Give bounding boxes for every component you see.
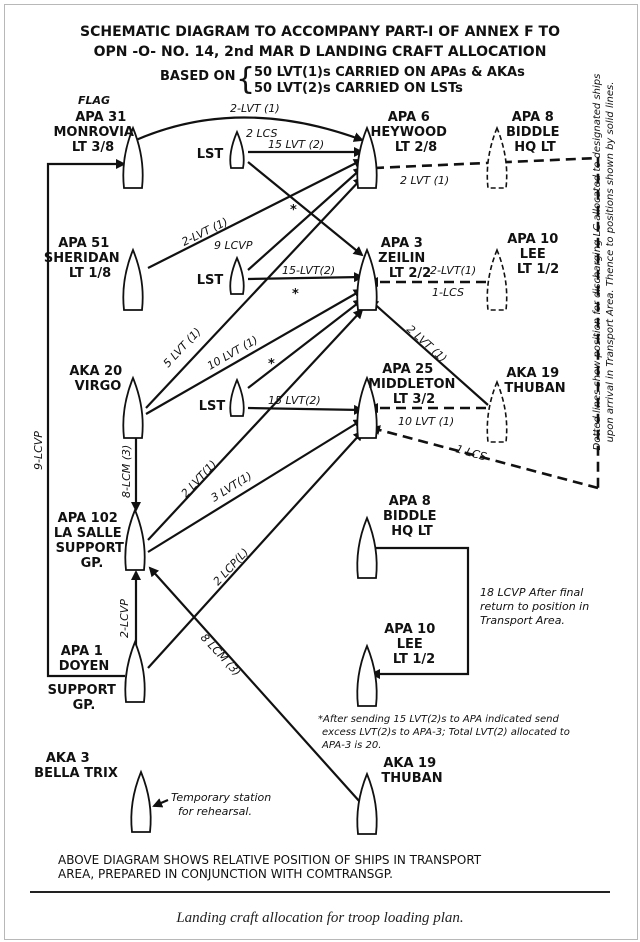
ship-aka19-low — [356, 771, 378, 835]
dotted-lines-note-2: upon arrival in Transport Area. Thence t… — [605, 82, 616, 443]
label-15-lvt-2-low: 15 LVT(2) — [268, 394, 321, 407]
ship-apa102 — [124, 507, 146, 571]
label-2-lvt-1-lee: 2-LVT(1) — [430, 264, 476, 277]
ship-apa10-low — [356, 643, 378, 707]
flag-label: FLAG — [78, 94, 110, 107]
label-2-lcp-l: 2 LCP(L) — [211, 546, 252, 588]
dotted-lines-note-1: Dotted lines show position for dischargi… — [592, 74, 603, 451]
line-apa51-apa6 — [147, 159, 364, 269]
note-18-lcvp: 18 LCVP After final return to position i… — [480, 586, 593, 627]
apa51-labels: APA 51 SHERIDAN LT 1/8 — [44, 236, 124, 281]
apa1-sub-labels: SUPPORT GP. — [48, 683, 121, 713]
dashed-apa6-biddle — [373, 156, 600, 488]
label-9-lcvp-loop: 9-LCVP — [32, 431, 45, 470]
ship-aka3 — [130, 769, 152, 833]
line-apa8-apa10 — [370, 546, 470, 679]
line-aka19-apa3 — [368, 298, 489, 406]
apa3-labels: APA 3 ZEILIN LT 2/2 — [378, 236, 431, 281]
label-2-lcvp: 2-LCVP — [118, 599, 131, 638]
ship-apa51 — [122, 247, 144, 311]
line-aka20-apa6 — [145, 176, 364, 409]
ship-apa31 — [122, 125, 144, 189]
ship-apa1 — [124, 639, 146, 703]
label-5-lvt-1: 5 LVT (1) — [161, 325, 204, 370]
label-2-lvt-1-dashed: 2 LVT (1) — [400, 174, 449, 187]
aka20-labels: AKA 20 VIRGO — [69, 364, 126, 394]
diagram-frame — [4, 4, 638, 940]
line-apa1-apa25 — [147, 430, 364, 669]
line-lst2-apa6 — [247, 166, 364, 271]
temp-station-pointer — [152, 798, 169, 808]
line-apa31-apa6 — [135, 116, 364, 142]
line-aka19-apa102 — [148, 566, 361, 803]
ship-apa8-low — [356, 515, 378, 579]
label-1-lcs-return: 1 LCS — [454, 442, 488, 463]
label-2-lcs: 2 LCS — [246, 127, 278, 140]
label-9-lcvp: 9 LCVP — [214, 239, 253, 252]
ship-apa3 — [356, 247, 378, 311]
line-apa102-apa25 — [147, 418, 364, 553]
ship-apa25 — [356, 375, 378, 439]
line-lst3-apa25 — [247, 404, 364, 415]
aka3-labels: AKA 3 BELLA TRIX — [34, 751, 118, 781]
apa8-low-labels: APA 8 BIDDLE HQ LT — [383, 494, 441, 539]
star-marker-2: * — [292, 287, 299, 302]
line-lst1-apa3 — [247, 161, 364, 257]
label-2-lvt-1-top: 2-LVT (1) — [230, 102, 280, 115]
label-8-lcm-3-thuban: 8 LCM (3) — [198, 631, 244, 679]
line-9-lcvp — [46, 159, 126, 678]
ship-aka20 — [122, 375, 144, 439]
line-lst2-apa3 — [247, 272, 364, 283]
ship-apa8-dashed — [486, 125, 508, 189]
dashed-return-apa25 — [370, 425, 599, 490]
ship-lst-1 — [229, 129, 245, 169]
label-8-lcm-3-virgo: 8-LCM (3) — [120, 445, 133, 498]
line-lst3-apa3 — [247, 298, 364, 389]
based-on-label: BASED ON — [160, 69, 235, 84]
line-apa102-apa3 — [147, 308, 364, 541]
aka19-low-labels: AKA 19 THUBAN — [381, 756, 442, 786]
based-on-item-2: 50 LVT(2)s CARRIED ON LSTs — [254, 81, 463, 96]
label-2-lvt-1-thuban: 2 LVT (1) — [404, 323, 449, 366]
ship-aka19-dashed — [486, 379, 508, 443]
star-marker-3: * — [268, 357, 275, 372]
apa10-top-labels: APA 10 LEE LT 1/2 — [507, 232, 563, 277]
apa1-labels: APA 1 DOYEN — [59, 644, 110, 674]
temp-station-note: Temporary station for rehearsal. — [171, 791, 275, 818]
bottom-note: ABOVE DIAGRAM SHOWS RELATIVE POSITION OF… — [58, 853, 485, 881]
ship-apa6 — [356, 125, 378, 189]
caption-divider — [30, 891, 610, 893]
aka19-top-labels: AKA 19 THUBAN — [504, 366, 565, 396]
line-aka20-apa3 — [145, 289, 364, 415]
title-line-1: SCHEMATIC DIAGRAM TO ACCOMPANY PART-I OF… — [80, 24, 560, 40]
brace-icon: { — [236, 62, 255, 97]
label-10-lvt-1-thuban: 10 LVT (1) — [398, 415, 454, 428]
lst-3-label: LST — [199, 399, 226, 414]
ship-lst-3 — [229, 377, 245, 417]
lst-1-label: LST — [197, 147, 224, 162]
based-on-item-1: 50 LVT(1)s CARRIED ON APAs & AKAs — [254, 65, 525, 80]
label-15-lvt-2-top: 15 LVT (2) — [268, 138, 324, 151]
apa25-labels: APA 25 MIDDLETON LT 3/2 — [368, 362, 460, 407]
apa8-top-labels: APA 8 BIDDLE HQ LT — [506, 110, 564, 155]
apa31-labels: APA 31 MONROVIA LT 3/8 — [53, 110, 138, 155]
figure-caption: Landing craft allocation for troop loadi… — [176, 910, 464, 926]
apa102-labels: APA 102 LA SALLE SUPPORT GP. — [54, 511, 129, 571]
title-line-2: OPN -O- NO. 14, 2nd MAR D LANDING CRAFT … — [94, 44, 547, 60]
label-15-lvt-2-mid: 15-LVT(2) — [282, 264, 335, 277]
ship-apa10-dashed — [486, 247, 508, 311]
ship-lst-2 — [229, 255, 245, 295]
star-marker-1: * — [290, 203, 297, 218]
footnote: *After sending 15 LVT(2)s to APA indicat… — [318, 714, 573, 751]
lst-2-label: LST — [197, 273, 224, 288]
label-1-lcs-lee: 1-LCS — [432, 286, 464, 299]
apa6-labels: APA 6 HEYWOOD LT 2/8 — [371, 110, 452, 155]
apa10-low-labels: APA 10 LEE LT 1/2 — [384, 622, 440, 667]
